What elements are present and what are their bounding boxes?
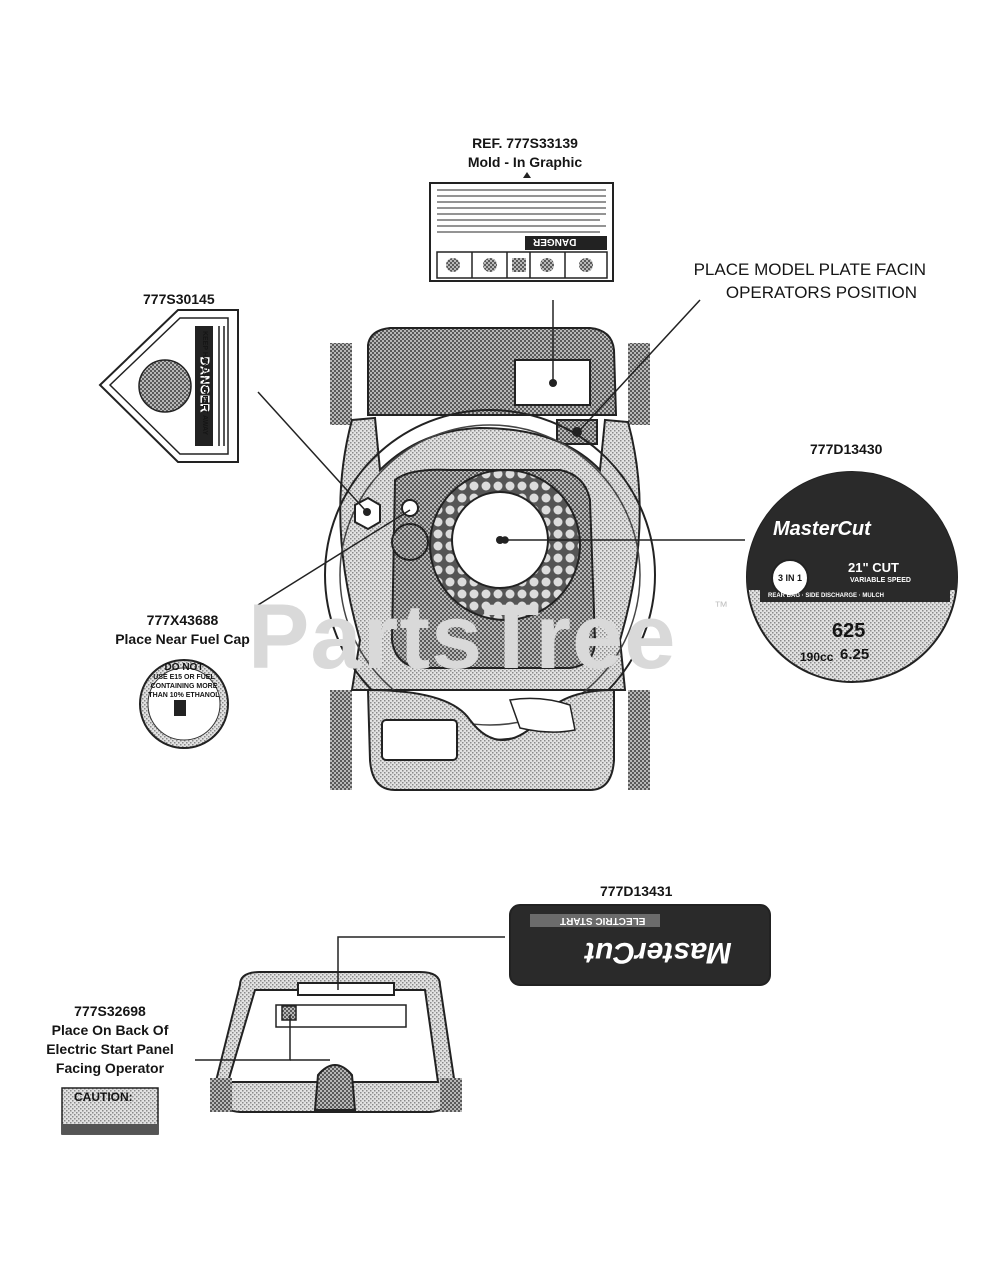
ref-molded-label: REF. 777S33139 Mold - In Graphic xyxy=(430,134,620,172)
round-decal-badge: 3 IN 1 xyxy=(777,573,802,583)
fuel-decal xyxy=(139,659,229,749)
round-decal-brand: MasterCut xyxy=(773,518,871,540)
leader-lines-bottom xyxy=(195,936,505,1061)
part-label-777D13431: 777D13431 xyxy=(600,883,673,899)
caution-label: 777S32698 Place On Back Of Electric Star… xyxy=(30,1002,190,1078)
part-label-777S30145: 777S30145 xyxy=(143,291,215,307)
caution-line4: Facing Operator xyxy=(55,1060,165,1076)
danger-hands-decal xyxy=(98,309,239,463)
mower-deck xyxy=(324,327,656,791)
round-decal-displacement: 625 xyxy=(832,620,866,642)
model-plate-line1: PLACE MODEL PLATE FACIN xyxy=(693,260,926,279)
hands-decal-subtitle: KEEP HANDS AND FEET AWAY xyxy=(201,330,208,436)
molded-danger-decal xyxy=(429,172,614,282)
fuel-decal-line1: DO NOT xyxy=(164,662,204,673)
round-decal-modes: REAR BAG · SIDE DISCHARGE · MULCH xyxy=(768,593,885,599)
watermark: PartsTree xyxy=(248,586,677,688)
mastercut-bar-decal xyxy=(509,904,771,986)
fuel-cap xyxy=(391,523,429,561)
round-decal-cut: 21" CUT xyxy=(848,560,899,575)
trademark-symbol: ™ xyxy=(714,598,728,614)
model-plate-line2: OPERATORS POSITION xyxy=(725,283,917,302)
bar-decal-brand: MasterCut xyxy=(585,936,732,969)
part-label-777D13430: 777D13430 xyxy=(810,441,883,457)
round-decal-torque: 6.25 xyxy=(840,646,870,663)
molded-decal-title: DANGER xyxy=(533,236,577,247)
ref-molded-line1: REF. 777S33139 xyxy=(472,135,578,151)
right-front-wheel xyxy=(628,343,650,425)
right-rear-wheel xyxy=(628,690,650,790)
model-plate-area xyxy=(514,359,591,406)
fuel-decal-line2: USE E15 OR FUEL xyxy=(153,674,215,681)
fuel-cap-line2: Place Near Fuel Cap xyxy=(115,631,250,647)
left-front-wheel xyxy=(330,343,352,425)
model-plate-label: PLACE MODEL PLATE FACIN OPERATORS POSITI… xyxy=(640,258,926,304)
ref-molded-line2: Mold - In Graphic xyxy=(467,154,583,170)
caution-line2: Place On Back Of xyxy=(51,1022,169,1038)
fuel-cap-line1: 777X43688 xyxy=(146,612,219,628)
rear-bag-slot xyxy=(381,719,458,761)
bar-decal-sub: ELECTRIC START xyxy=(560,915,646,926)
caution-line1: 777S32698 xyxy=(74,1003,146,1019)
fuel-decal-line4: THAN 10% ETHANOL xyxy=(148,692,220,699)
fuel-decal-line3: CONTAINING MORE xyxy=(150,683,218,690)
mastercut-round-decal xyxy=(746,471,958,683)
left-rear-wheel xyxy=(330,690,352,790)
caution-line3: Electric Start Panel xyxy=(46,1041,174,1057)
round-decal-speed: VARIABLE SPEED xyxy=(850,577,911,584)
caution-decal-title: CAUTION: xyxy=(74,1090,133,1104)
caution-decal xyxy=(61,1087,159,1135)
leader-lines-top xyxy=(257,299,745,606)
fuel-cap-label: 777X43688 Place Near Fuel Cap xyxy=(100,611,265,649)
round-decal-cc: 190cc xyxy=(800,650,834,664)
electric-start-panel xyxy=(210,971,462,1113)
